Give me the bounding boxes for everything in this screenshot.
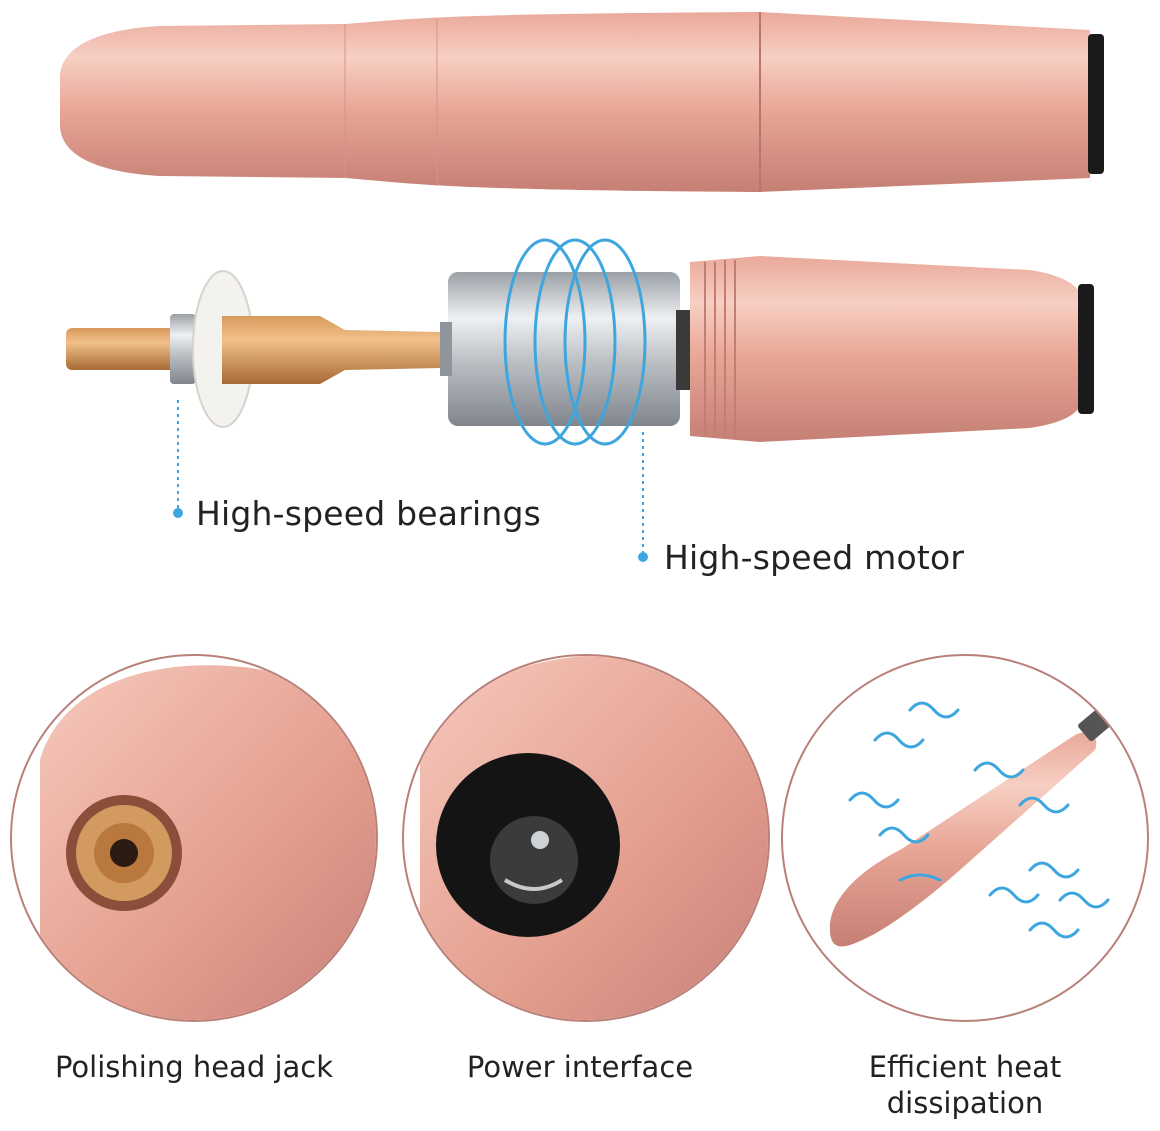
power-interface-detail <box>402 654 770 1022</box>
polishing-head-jack-detail <box>10 654 378 1022</box>
caption-polishing-head-jack: Polishing head jack <box>54 1050 334 1084</box>
assembled-pen <box>60 12 1104 192</box>
heat-dissipation-detail <box>781 654 1149 1022</box>
exploded-view <box>66 238 1094 446</box>
motor-dot <box>638 552 648 562</box>
motor-label: High-speed motor <box>664 538 965 577</box>
caption-power-interface: Power interface <box>466 1050 694 1084</box>
bearings-label: High-speed bearings <box>196 494 541 533</box>
bearings-dot <box>173 508 183 518</box>
caption-heat-line1: Efficient heat <box>868 1050 1062 1084</box>
caption-heat-line2: dissipation <box>886 1086 1044 1120</box>
